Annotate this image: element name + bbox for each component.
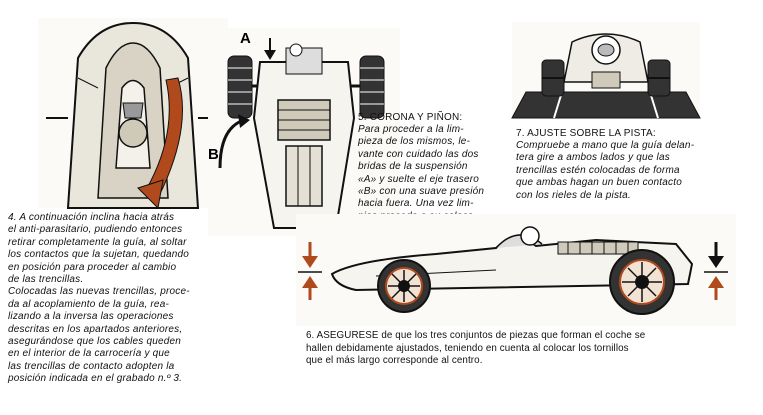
figure-4-illustration [46, 21, 224, 210]
figure-6-panel [296, 214, 736, 326]
section-6-text: 6. ASEGURESE de que los tres conjuntos d… [306, 330, 646, 367]
figure-4-panel [38, 18, 228, 210]
figure-7-illustration [511, 33, 701, 119]
figure-5-panel: A B [208, 28, 400, 236]
label-b: B [208, 146, 219, 163]
label-a: A [240, 30, 251, 47]
figure-7-panel [511, 22, 701, 119]
figure-6-illustration [298, 226, 728, 315]
figure-5-illustration [218, 38, 385, 229]
section-5-title: 5. CORONA Y PIÑON: [358, 112, 463, 123]
section-7-text: Compruebe a mano que la guía delan- tera… [516, 140, 695, 201]
section-7-title: 7. AJUSTE SOBRE LA PISTA: [516, 128, 656, 139]
section-4-text: 4. A continuación inclina hacia atrás el… [8, 212, 190, 385]
